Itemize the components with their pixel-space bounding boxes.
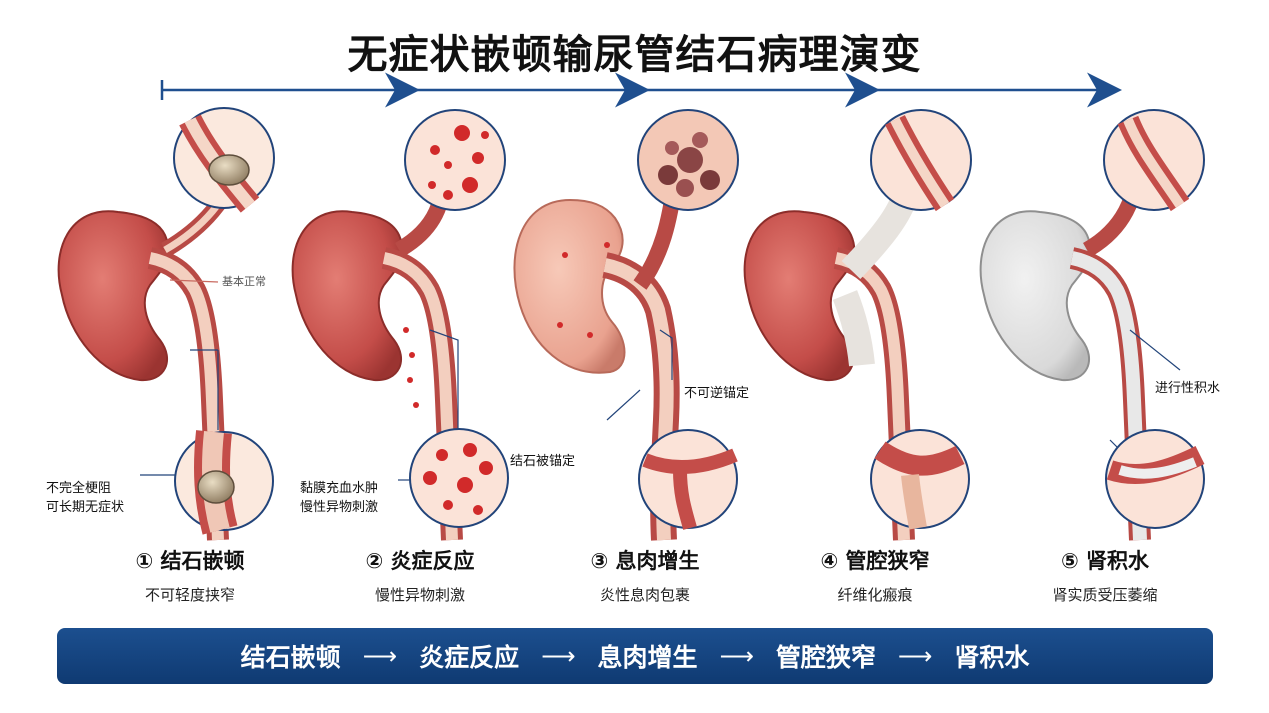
stage-2-title: ② 炎症反应	[365, 549, 475, 573]
stage-3-title: ③ 息肉增生	[590, 549, 700, 573]
banner-arrow-1: ⟶	[362, 642, 398, 670]
stage-5-title: ⑤ 肾积水	[1060, 549, 1150, 573]
stage-4-title: ④ 管腔狭窄	[820, 549, 930, 573]
stage-2-illustration	[291, 109, 509, 541]
stage-1-subtitle: 不可轻度挟窄	[144, 586, 235, 604]
banner-arrow-2: ⟶	[541, 642, 576, 670]
stage-5-illustration	[979, 109, 1205, 541]
annotation-stage3-fixed: 结石被锚定	[510, 454, 576, 469]
progression-banner: 结石嵌顿 ⟶ 炎症反应 ⟶ 息肉增生 ⟶ 管腔狭窄 ⟶ 肾积水	[57, 628, 1213, 684]
stage-5-subtitle: 肾实质受压萎缩	[1052, 586, 1158, 604]
banner-step-5: 肾积水	[954, 643, 1030, 672]
annotation-stage3-irreversible: 不可逆锚定	[684, 386, 750, 401]
banner-step-4: 管腔狭窄	[775, 643, 876, 672]
stage-3-subtitle: 炎性息肉包裹	[599, 586, 690, 604]
stage-3-illustration	[513, 109, 739, 541]
stage-1-title: ① 结石嵌顿	[135, 549, 245, 573]
stage-2-subtitle: 慢性异物刺激	[374, 586, 465, 604]
banner-step-2: 炎症反应	[419, 643, 520, 672]
annotation-normal: 基本正常	[222, 275, 266, 288]
banner-arrow-4: ⟶	[897, 642, 933, 670]
banner-arrow-3: ⟶	[719, 642, 754, 670]
page-title: 无症状嵌顿输尿管结石病理演变	[347, 32, 922, 78]
stage-4-subtitle: 纤维化瘢痕	[837, 586, 913, 604]
annotation-stage1-line2: 可长期无症状	[46, 500, 125, 515]
stage-4-illustration	[743, 109, 972, 541]
banner-step-1: 结石嵌顿	[240, 643, 341, 672]
timeline	[160, 72, 1122, 108]
annotation-stage5: 进行性积水	[1155, 381, 1221, 396]
annotation-stage1-line1: 不完全梗阻	[46, 481, 112, 496]
annotation-stage2-line1: 黏膜充血水肿	[300, 481, 379, 496]
annotation-stage2-line2: 慢性异物刺激	[300, 500, 379, 515]
banner-step-3: 息肉增生	[597, 643, 698, 672]
stage-1-illustration	[57, 107, 275, 541]
